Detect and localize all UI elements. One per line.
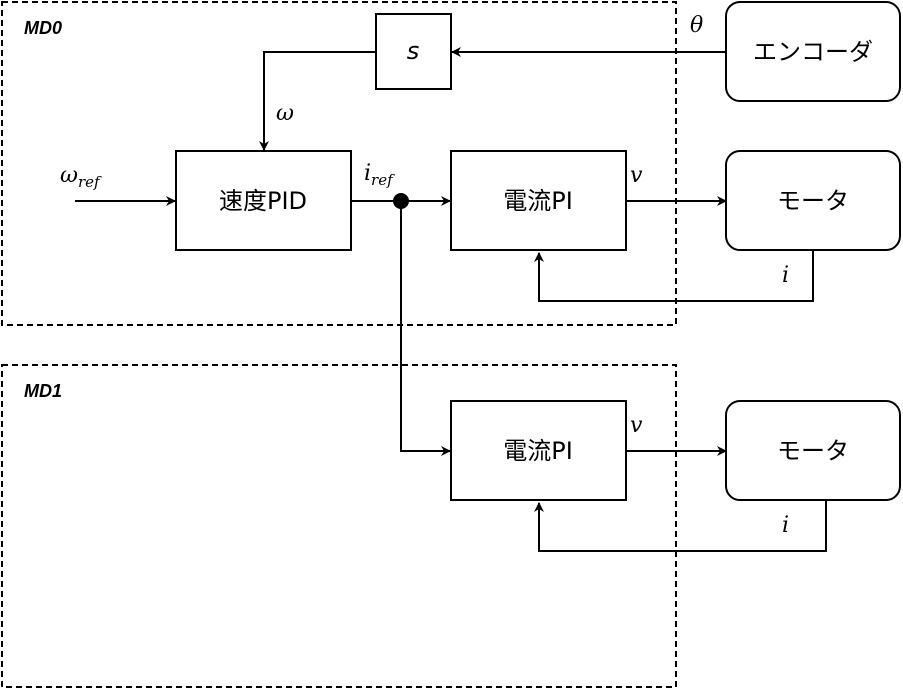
signal-i-0: i — [782, 263, 789, 288]
signal-i-ref: iref — [364, 161, 395, 189]
wire-motor0-feedback — [534, 251, 814, 302]
signal-v-0: v — [630, 163, 643, 188]
svg-text:モータ: モータ — [777, 437, 849, 465]
md1-frame — [1, 364, 677, 688]
svg-text:電流PI: 電流PI — [503, 437, 573, 465]
svg-text:エンコーダ: エンコーダ — [753, 38, 873, 66]
i-ref-base: i — [364, 161, 371, 186]
svg-text:s: s — [407, 37, 420, 65]
motor-block-0: モータ — [725, 150, 901, 251]
omega-ref-base: ω — [60, 163, 78, 188]
wire-iref-to-current1 — [400, 201, 451, 456]
motor-block-1: モータ — [725, 400, 901, 501]
current-pi-block-0: 電流PI — [450, 150, 627, 251]
md1-label: MD1 — [24, 381, 62, 401]
i-ref-sub: ref — [371, 171, 395, 189]
signal-omega-ref: ωref — [60, 163, 102, 191]
svg-text:速度PID: 速度PID — [219, 187, 307, 215]
wire-s-to-pid — [259, 51, 376, 151]
speed-pid-block: 速度PID — [175, 150, 352, 251]
md0-frame — [1, 1, 677, 326]
md0-label: MD0 — [24, 18, 62, 38]
signal-v-1: v — [630, 413, 643, 438]
signal-omega: ω — [276, 101, 294, 126]
svg-text:電流PI: 電流PI — [503, 187, 573, 215]
wire-motor1-feedback — [534, 501, 827, 552]
encoder-block: エンコーダ — [725, 1, 901, 102]
svg-text:モータ: モータ — [777, 187, 849, 215]
omega-ref-sub: ref — [78, 173, 102, 191]
signal-theta: θ — [690, 13, 703, 38]
signal-i-1: i — [782, 513, 789, 538]
current-pi-block-1: 電流PI — [450, 400, 627, 501]
branch-point — [393, 193, 409, 209]
differentiator-block: s — [375, 13, 452, 90]
